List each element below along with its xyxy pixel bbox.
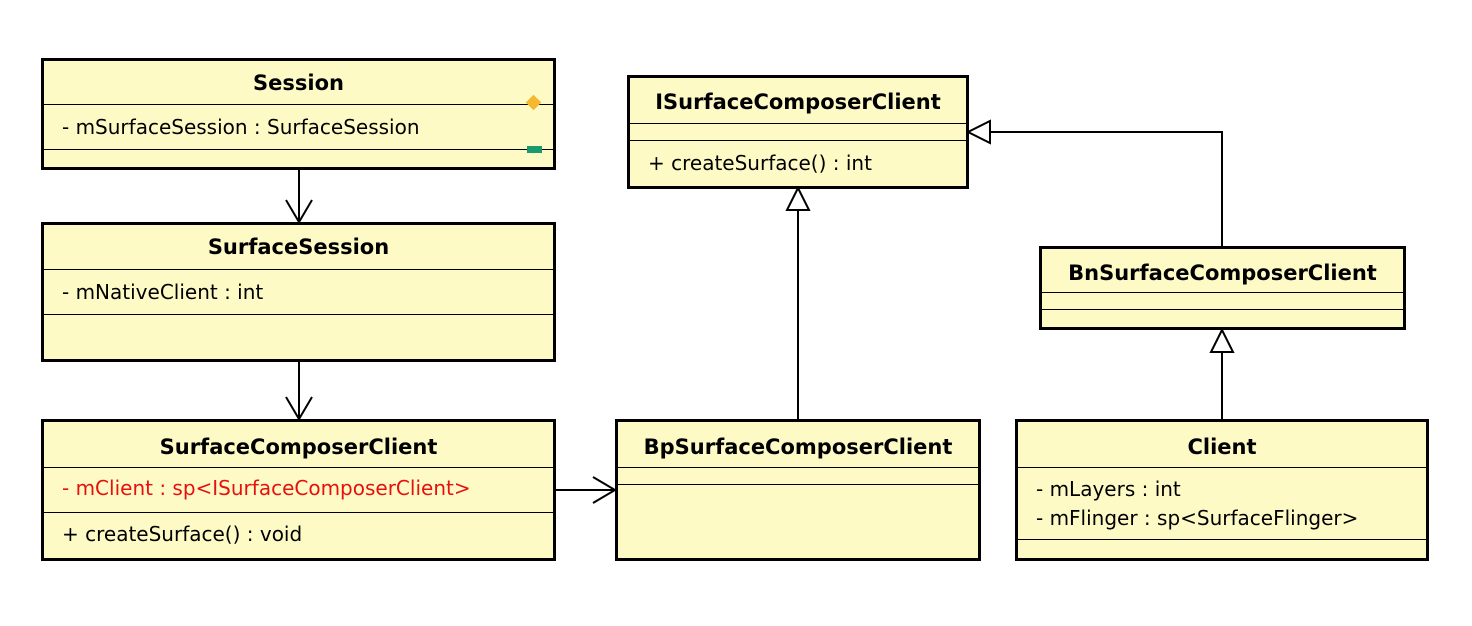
attribute-list: - mClient : sp<ISurfaceComposerClient> xyxy=(44,468,553,513)
generalization-bn-to-isurfacecomposerclient xyxy=(965,119,1223,246)
class-name: Session xyxy=(44,61,553,105)
class-name: Client xyxy=(1018,422,1426,468)
attribute-row: - mNativeClient : int xyxy=(62,280,264,304)
class-client[interactable]: Client - mLayers : int - mFlinger : sp<S… xyxy=(1015,419,1429,561)
attribute-row-highlighted: - mClient : sp<ISurfaceComposerClient> xyxy=(62,476,471,500)
class-session[interactable]: Session - mSurfaceSession : SurfaceSessi… xyxy=(41,58,556,170)
association-session-to-surfacesession xyxy=(285,170,313,224)
class-name: BnSurfaceComposerClient xyxy=(1042,249,1403,293)
attribute-list: - mNativeClient : int xyxy=(44,270,553,315)
attribute-list: - mLayers : int - mFlinger : sp<SurfaceF… xyxy=(1018,468,1426,540)
generalization-client-to-bn xyxy=(1209,327,1235,419)
class-name: SurfaceComposerClient xyxy=(44,422,553,468)
association-surfacesession-to-surfacecomposerclient xyxy=(285,362,313,421)
attribute-list xyxy=(1042,293,1403,310)
class-surface-session[interactable]: SurfaceSession - mNativeClient : int xyxy=(41,222,556,362)
bar-marker-icon xyxy=(527,146,542,153)
operation-list: + createSurface() : void xyxy=(44,513,553,558)
operation-list xyxy=(44,315,553,359)
operation-row: + createSurface() : void xyxy=(62,522,303,546)
attribute-row: - mLayers : int xyxy=(1036,477,1181,501)
operation-list xyxy=(1018,540,1426,558)
class-name: ISurfaceComposerClient xyxy=(630,78,966,124)
attribute-list xyxy=(618,468,978,485)
association-composerclient-to-bp xyxy=(555,476,617,504)
operation-list xyxy=(1042,310,1403,327)
operation-list: + createSurface() : int xyxy=(630,141,966,186)
class-name: BpSurfaceComposerClient xyxy=(618,422,978,468)
operation-row: + createSurface() : int xyxy=(648,151,872,175)
attribute-row: - mSurfaceSession : SurfaceSession xyxy=(62,115,420,139)
class-bp-surface-composer-client[interactable]: BpSurfaceComposerClient xyxy=(615,419,981,561)
class-name: SurfaceSession xyxy=(44,225,553,270)
generalization-bp-to-isurfacecomposerclient xyxy=(785,185,811,419)
attribute-row: - mFlinger : sp<SurfaceFlinger> xyxy=(1036,506,1359,530)
attribute-list: - mSurfaceSession : SurfaceSession xyxy=(44,105,553,150)
attribute-list xyxy=(630,124,966,141)
operation-list xyxy=(618,485,978,555)
class-i-surface-composer-client[interactable]: ISurfaceComposerClient + createSurface()… xyxy=(627,75,969,189)
class-surface-composer-client[interactable]: SurfaceComposerClient - mClient : sp<ISu… xyxy=(41,419,556,561)
operation-list xyxy=(44,150,553,167)
class-bn-surface-composer-client[interactable]: BnSurfaceComposerClient xyxy=(1039,246,1406,330)
